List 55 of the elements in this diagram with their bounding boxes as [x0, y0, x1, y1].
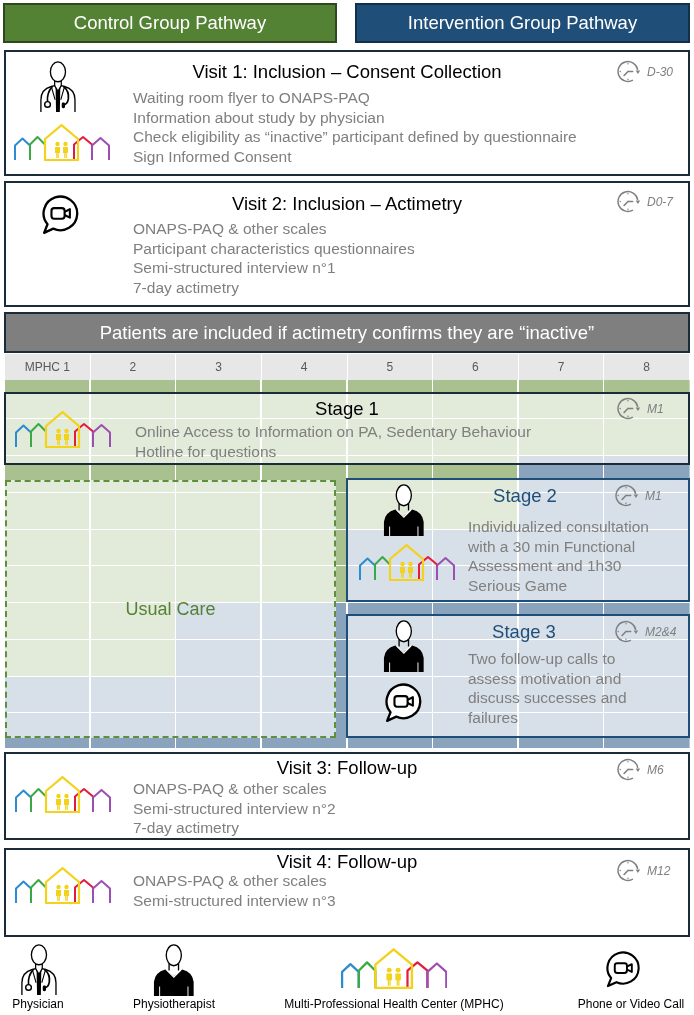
- activity-text: Waiting room flyer to ONAPS-PAQ: [133, 88, 370, 108]
- column-header: 5: [347, 354, 434, 380]
- column-header: 3: [176, 354, 262, 380]
- activity-text: Participant characteristics questionnaires: [133, 238, 415, 258]
- area-title: Usual Care: [125, 598, 216, 620]
- column-header: 2: [90, 354, 177, 380]
- inclusion-banner: Patients are included if actimetry confirms they are “inactive”: [4, 312, 690, 353]
- visit-card: [4, 848, 690, 937]
- activity-text: Semi-structured interview n°2: [133, 798, 336, 818]
- timepoint-label: M6: [647, 762, 664, 777]
- activity-text: Semi-structured interview n°3: [133, 890, 336, 910]
- timepoint-label: M1: [645, 488, 662, 503]
- timepoint-label: M2&4: [645, 624, 677, 639]
- pathway-header: Intervention Group Pathway: [355, 3, 690, 43]
- column-header: 4: [261, 354, 348, 380]
- column-header: MPHC 1: [5, 354, 91, 380]
- activity-text: 7-day actimetry: [133, 277, 239, 297]
- timepoint-label: M12: [647, 863, 671, 878]
- card-title: Stage 1: [315, 398, 379, 420]
- card-title: Visit 4: Follow-up: [276, 851, 418, 873]
- activity-text: Semi-structured interview n°1: [133, 258, 336, 278]
- column-header: 8: [604, 354, 690, 380]
- activity-text: Online Access to Information on PA, Sedentary Behaviour: [135, 422, 532, 442]
- stage-card: [346, 478, 690, 602]
- activity-text: 7-day actimetry: [133, 818, 239, 838]
- visit-card: [4, 181, 690, 307]
- legend-label: Physician: [12, 997, 64, 1012]
- activity-text: ONAPS-PAQ & other scales: [133, 871, 327, 891]
- activity-text: Two follow-up calls to assess motivation and discuss successes and failures: [468, 649, 628, 727]
- timepoint-label: D0-7: [647, 194, 673, 209]
- card-title: Stage 3: [492, 621, 556, 643]
- column-header: 6: [433, 354, 519, 380]
- legend-label: Physiotherapist: [132, 997, 215, 1012]
- activity-text: Hotline for questions: [135, 441, 277, 461]
- legend-label: Multi-Professional Health Center (MPHC): [284, 997, 504, 1012]
- activity-text: Individualized consultation with a 30 min Functional Assessment and 1h30 Serious Game: [468, 517, 650, 595]
- activity-text: Information about study by physician: [133, 107, 385, 127]
- activity-text: ONAPS-PAQ & other scales: [133, 219, 327, 239]
- stage-card: [4, 392, 690, 465]
- activity-text: Sign Informed Consent: [133, 146, 292, 166]
- pathway-header: Control Group Pathway: [3, 3, 337, 43]
- timepoint-label: M1: [647, 401, 664, 416]
- usual-care-area: [5, 480, 336, 738]
- visit-card: [4, 50, 690, 176]
- column-header: 7: [518, 354, 605, 380]
- visit-card: [4, 752, 690, 840]
- timepoint-label: D-30: [647, 64, 673, 79]
- card-title: Stage 2: [493, 485, 557, 507]
- card-title: Visit 2: Inclusion – Actimetry: [232, 193, 462, 215]
- activity-text: Check eligibility as “inactive” participant defined by questionnaire: [133, 127, 577, 147]
- legend-label: Phone or Video Call: [577, 997, 685, 1012]
- activity-text: ONAPS-PAQ & other scales: [133, 779, 327, 799]
- card-title: Visit 3: Follow-up: [276, 757, 418, 779]
- stage-card: [346, 614, 690, 738]
- card-title: Visit 1: Inclusion – Consent Collection: [192, 61, 502, 83]
